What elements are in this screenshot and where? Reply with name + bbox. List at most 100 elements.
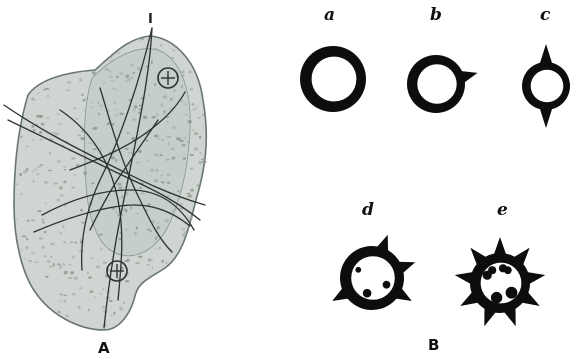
granule bbox=[32, 99, 36, 101]
granule bbox=[181, 70, 184, 74]
granule bbox=[59, 186, 62, 189]
granule bbox=[155, 169, 158, 172]
granule bbox=[117, 214, 119, 216]
granule bbox=[20, 136, 22, 138]
granule bbox=[132, 118, 136, 120]
granule bbox=[140, 193, 145, 194]
granule bbox=[136, 162, 141, 164]
granule bbox=[27, 220, 30, 222]
panel-a-label: A bbox=[98, 339, 110, 357]
granule bbox=[138, 256, 143, 258]
granule bbox=[32, 171, 34, 172]
granule bbox=[146, 229, 150, 231]
granule bbox=[156, 113, 158, 116]
granule bbox=[89, 290, 93, 293]
granule bbox=[182, 75, 184, 77]
granule bbox=[99, 196, 101, 199]
granule bbox=[136, 226, 138, 229]
granule bbox=[188, 120, 192, 123]
granule bbox=[192, 129, 195, 130]
inner-blotch bbox=[363, 289, 372, 298]
stage-b-letter: b bbox=[430, 5, 442, 25]
granule bbox=[130, 207, 132, 209]
granule bbox=[109, 76, 113, 78]
granule bbox=[140, 39, 142, 41]
granule bbox=[128, 152, 132, 154]
granule bbox=[31, 253, 35, 255]
granule bbox=[180, 203, 182, 205]
granule bbox=[161, 181, 165, 183]
granule bbox=[36, 115, 41, 118]
granule bbox=[93, 148, 97, 150]
granule bbox=[42, 218, 44, 221]
granule bbox=[133, 108, 135, 111]
ring-centre bbox=[351, 256, 395, 300]
granule bbox=[74, 242, 77, 244]
granule bbox=[187, 193, 191, 195]
granule bbox=[164, 110, 166, 113]
granule bbox=[177, 190, 180, 192]
granule bbox=[103, 82, 107, 83]
granule bbox=[154, 135, 159, 138]
granule bbox=[63, 166, 65, 168]
granule bbox=[96, 265, 100, 268]
granule bbox=[80, 209, 83, 212]
granule bbox=[64, 300, 67, 303]
granule bbox=[135, 263, 140, 264]
granule bbox=[202, 113, 204, 116]
granule bbox=[38, 210, 42, 212]
granule bbox=[157, 226, 160, 229]
granule bbox=[42, 246, 45, 249]
granule bbox=[28, 260, 32, 261]
granule bbox=[117, 53, 120, 55]
granule bbox=[73, 107, 76, 110]
granule bbox=[188, 71, 192, 74]
granule bbox=[98, 102, 100, 104]
granule bbox=[106, 157, 108, 160]
granule bbox=[172, 126, 176, 129]
granule bbox=[166, 159, 169, 161]
granule bbox=[192, 103, 195, 105]
granule bbox=[20, 249, 22, 250]
granule bbox=[167, 173, 170, 176]
granule bbox=[151, 116, 156, 118]
granule bbox=[174, 45, 177, 47]
granule bbox=[195, 107, 197, 109]
granule bbox=[70, 271, 74, 274]
granule bbox=[162, 96, 167, 99]
granule bbox=[168, 142, 170, 146]
granule bbox=[58, 134, 60, 135]
granule bbox=[50, 243, 55, 245]
granule bbox=[45, 202, 47, 203]
granule bbox=[114, 101, 116, 104]
granule bbox=[100, 249, 103, 251]
granule bbox=[81, 222, 85, 224]
granule bbox=[47, 260, 51, 263]
granule bbox=[51, 132, 56, 134]
granule bbox=[186, 114, 188, 116]
granule bbox=[201, 159, 205, 161]
granule bbox=[152, 267, 154, 270]
granule bbox=[78, 134, 81, 137]
granule bbox=[145, 140, 148, 142]
granule bbox=[170, 98, 172, 101]
granule bbox=[79, 78, 82, 82]
lower-centrosome bbox=[107, 261, 127, 281]
granule bbox=[119, 307, 123, 311]
granule bbox=[181, 85, 183, 88]
granule bbox=[131, 77, 133, 80]
granule bbox=[148, 258, 150, 262]
granule bbox=[172, 209, 176, 212]
granule bbox=[140, 187, 142, 190]
granule bbox=[160, 44, 163, 46]
granule bbox=[199, 136, 202, 139]
granule bbox=[111, 80, 115, 82]
stage-a-letter: a bbox=[324, 5, 335, 25]
granule bbox=[60, 232, 62, 235]
granule bbox=[191, 189, 194, 192]
granule bbox=[131, 149, 133, 151]
granule bbox=[115, 114, 118, 116]
granule bbox=[155, 237, 157, 240]
granule bbox=[102, 306, 104, 309]
granule bbox=[32, 140, 34, 142]
